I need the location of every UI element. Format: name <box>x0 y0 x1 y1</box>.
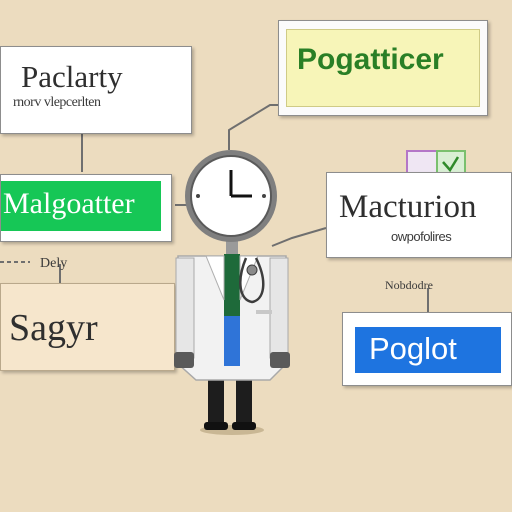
concept-box-macturion: Macturion owpofolires <box>326 172 512 258</box>
box-subtitle: rnorv vlepcerlten <box>13 95 101 110</box>
blue-panel <box>355 327 501 373</box>
check-mark-icon <box>442 156 460 173</box>
concept-box-paclarty: Paclarty rnorv vlepcerlten <box>0 46 192 134</box>
box-title: Sagyr <box>9 307 98 349</box>
yellow-panel <box>286 29 480 107</box>
connector-mid-right <box>271 227 327 247</box>
box-subtitle: owpofolires <box>391 229 452 244</box>
label-nobdodre: Nobdodre <box>385 278 433 292</box>
green-panel <box>1 181 161 231</box>
clock-icon <box>185 150 277 242</box>
concept-box-malgoatter: Malgoatter <box>0 174 172 242</box>
box-title: Malgoatter <box>3 187 135 220</box>
box-title: Pogatticer <box>297 43 444 76</box>
stethoscope-icon <box>239 257 265 304</box>
concept-box-sagyr: Sagyr <box>0 283 175 371</box>
concept-box-poglot: Poglot <box>342 312 512 386</box>
box-title: Poglot <box>369 331 457 366</box>
box-title: Paclarty <box>21 59 123 94</box>
box-title: Macturion <box>339 189 477 225</box>
concept-box-pogatticer: Pogatticer <box>278 20 488 116</box>
label-dely: Dely <box>40 256 68 271</box>
